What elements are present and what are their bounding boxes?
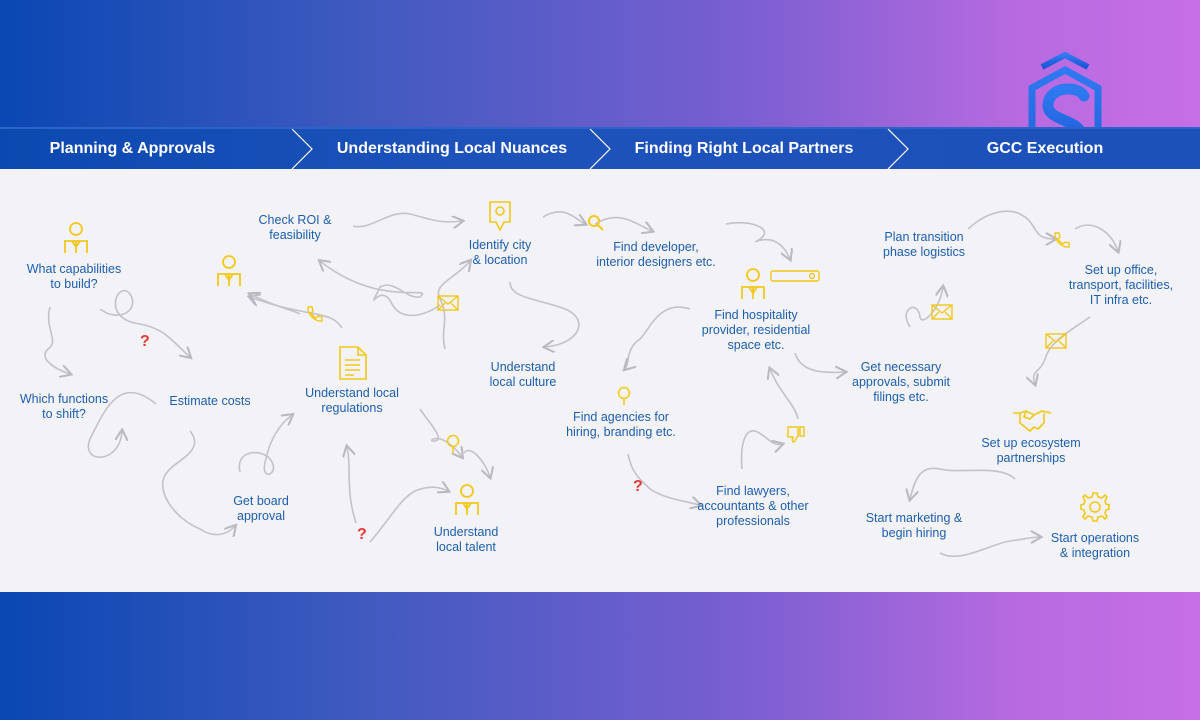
mail-icon	[1045, 333, 1067, 349]
step-find-developer: Find developer,interior designers etc.	[596, 240, 716, 269]
mail-icon	[931, 304, 953, 320]
phase-band: Planning & Approvals Understanding Local…	[0, 127, 1200, 171]
step-start-marketing: Start marketing &begin hiring	[865, 511, 963, 540]
step-start-operations: Start operations& integration	[1050, 531, 1140, 560]
phase-local-nuances: Understanding Local Nuances	[336, 140, 568, 157]
location-pin-icon	[489, 201, 511, 232]
gear-icon	[1080, 492, 1110, 522]
pin-icon	[446, 434, 460, 453]
mail-icon	[437, 295, 459, 311]
person-icon	[455, 484, 479, 515]
phase-chevrons	[291, 129, 909, 169]
roadmap-panel: ? ? ? What capa	[0, 169, 1200, 592]
question-icon: ?	[357, 526, 367, 543]
step-identify-city: Identify city& location	[468, 238, 532, 267]
person-icon	[741, 268, 765, 299]
document-icon	[339, 346, 367, 380]
search-bar-icon	[770, 270, 820, 282]
person-icon	[64, 222, 88, 253]
question-icon: ?	[140, 333, 150, 350]
step-estimate-costs: Estimate costs	[169, 394, 251, 408]
search-icon	[588, 215, 604, 231]
handshake-icon	[1013, 410, 1052, 433]
phone-icon	[307, 306, 323, 322]
phone-icon	[1054, 232, 1070, 248]
connector-arrows	[44, 210, 1200, 558]
thumbs-down-icon	[786, 426, 805, 443]
phase-gcc-execution: GCC Execution	[986, 140, 1104, 157]
phase-planning-approvals: Planning & Approvals	[49, 140, 216, 157]
person-icon	[217, 255, 241, 286]
step-set-up-office: Set up office,transport, facilities,IT i…	[1068, 263, 1174, 307]
step-roi-feasibility: Check ROI &feasibility	[258, 213, 332, 242]
phase-local-partners: Finding Right Local Partners	[634, 140, 854, 157]
question-icon: ?	[633, 478, 643, 495]
pin-icon	[617, 386, 631, 405]
